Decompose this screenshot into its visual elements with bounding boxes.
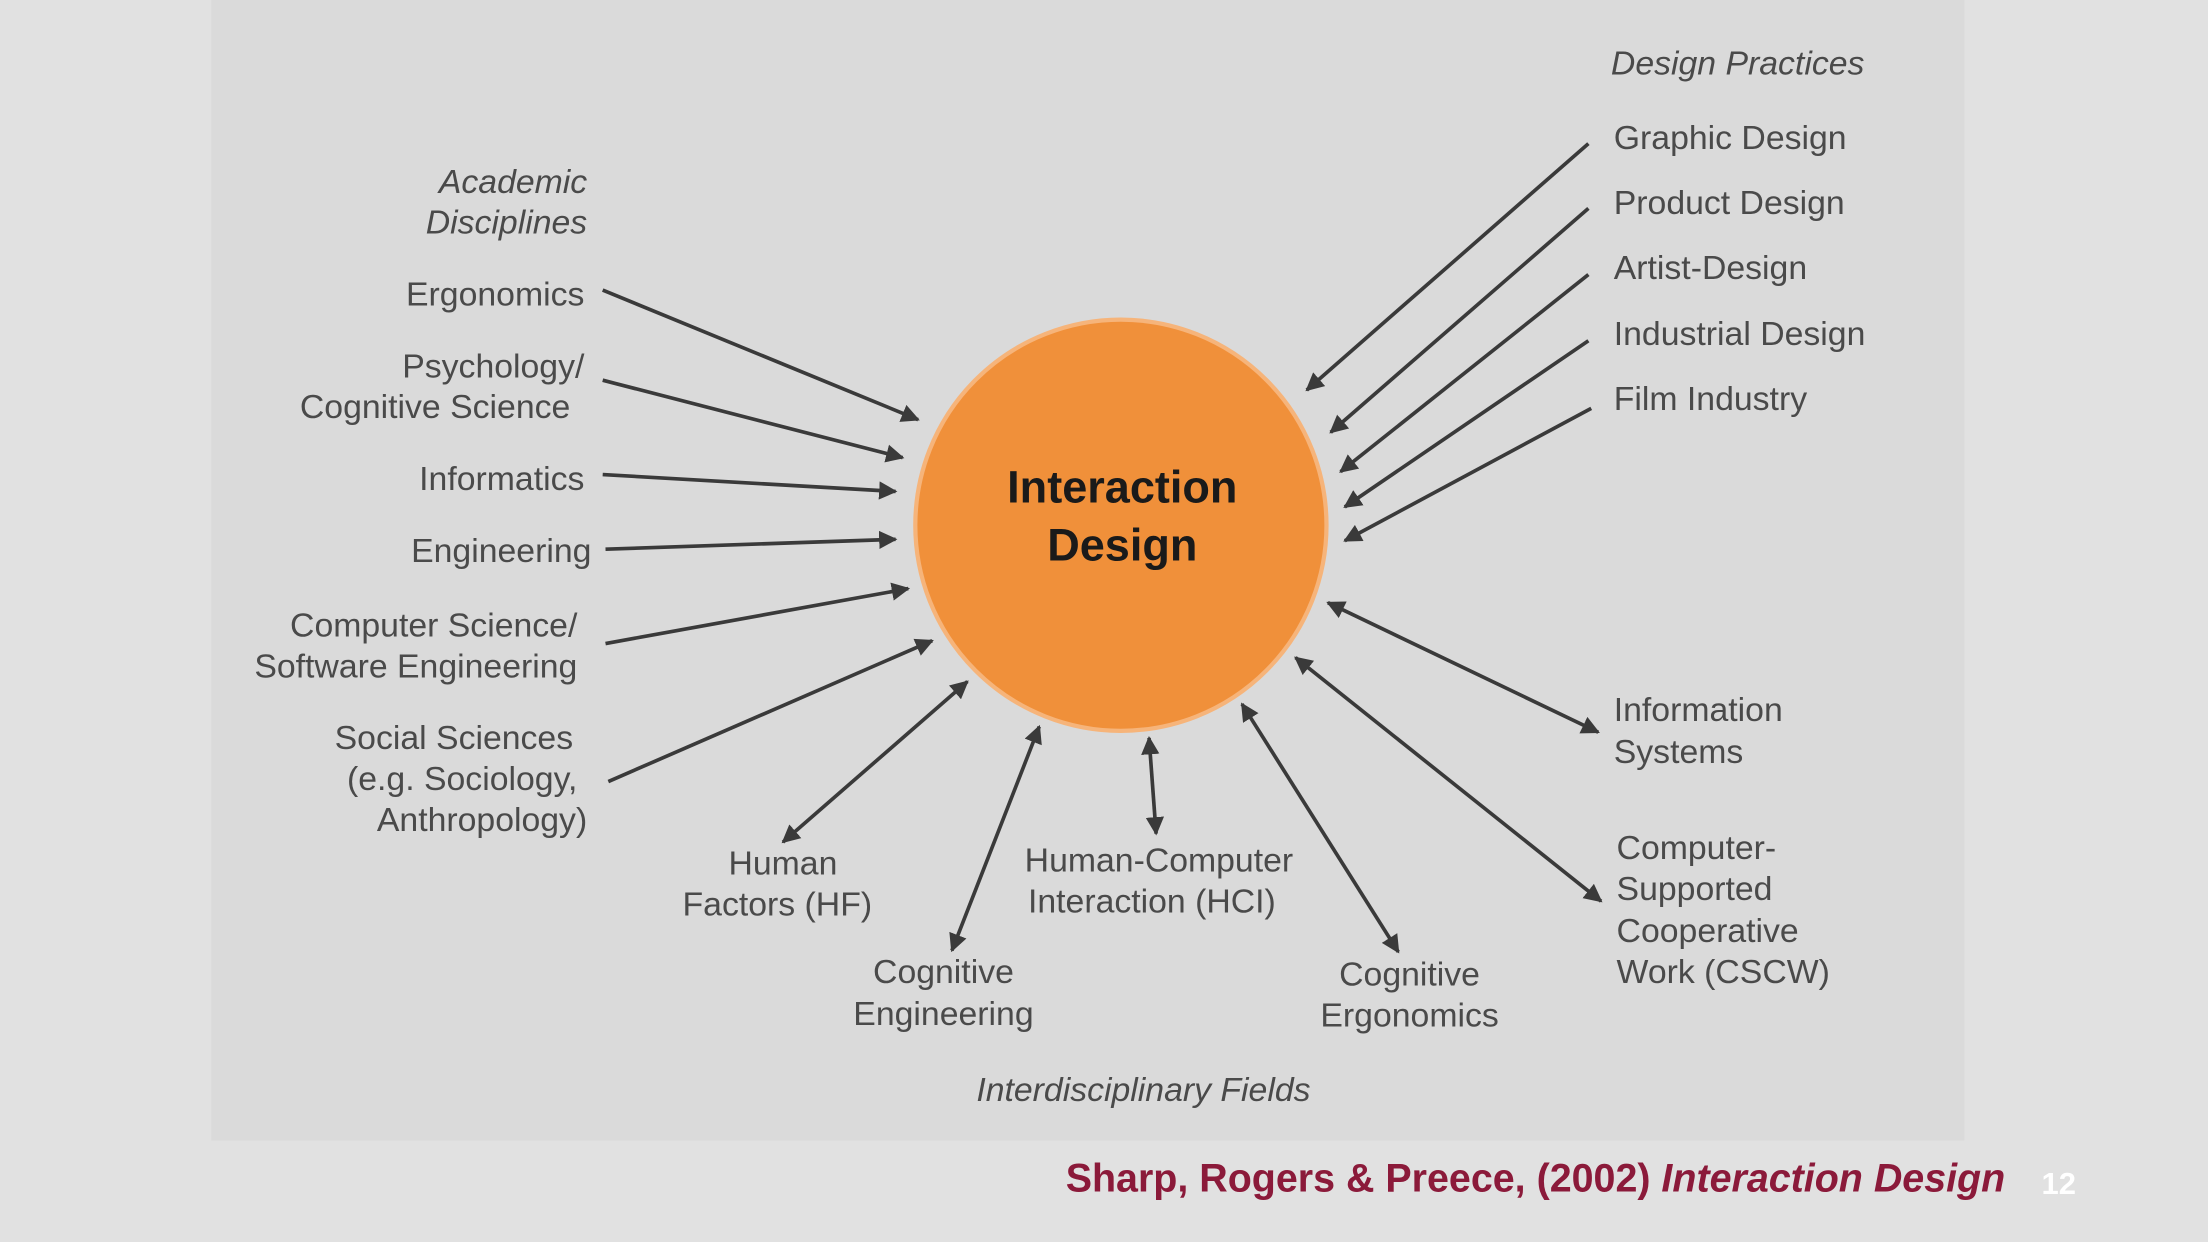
- citation: Sharp, Rogers & Preece, (2002) Interacti…: [1066, 1156, 2006, 1200]
- field-label: Engineering: [853, 995, 1033, 1033]
- page-number: 12: [2042, 1166, 2076, 1201]
- field-label: Cognitive: [1339, 956, 1480, 994]
- practice-label: Product Design: [1614, 184, 1845, 222]
- field-label: Work (CSCW): [1617, 953, 1830, 991]
- arrow: [602, 472, 898, 500]
- field-label: Human-Computer: [1025, 842, 1293, 880]
- field-label: Supported: [1617, 870, 1773, 908]
- double-arrow: [1141, 736, 1165, 836]
- design-heading: Design Practices: [1611, 45, 1865, 83]
- double-arrow: [781, 680, 969, 844]
- arrow: [1305, 142, 1590, 392]
- arrow: [1339, 273, 1590, 474]
- citation-title: Interaction Design: [1661, 1156, 2005, 1200]
- practice-label: Film Industry: [1614, 380, 1807, 418]
- design-practices: Design Practices Graphic Design Product …: [1305, 45, 1866, 543]
- discipline-label: Informatics: [419, 460, 584, 498]
- discipline-label: Software Engineering: [254, 647, 577, 685]
- discipline-label: Social Sciences: [335, 719, 573, 757]
- center-title-line1: Interaction: [1007, 462, 1237, 513]
- discipline-label: Cognitive Science: [300, 388, 570, 426]
- field-label: Factors (HF): [683, 885, 873, 923]
- field-label: Information: [1614, 691, 1783, 729]
- arrow: [1329, 207, 1590, 434]
- field-label: Systems: [1614, 733, 1744, 771]
- center-circle: [913, 317, 1329, 733]
- academic-heading: Disciplines: [426, 204, 588, 242]
- practice-label: Industrial Design: [1614, 315, 1866, 353]
- field-label: Cognitive: [873, 953, 1014, 991]
- field-label: Interaction (HCI): [1028, 882, 1276, 920]
- double-arrow: [1294, 656, 1603, 903]
- interdisciplinary-heading: Interdisciplinary Fields: [976, 1071, 1310, 1109]
- discipline-label: Engineering: [411, 532, 591, 570]
- citation-authors: Sharp, Rogers & Preece, (2002): [1066, 1156, 1662, 1200]
- double-arrow: [949, 724, 1042, 953]
- field-label: Human: [728, 844, 837, 882]
- arrow: [607, 638, 934, 784]
- practice-label: Artist-Design: [1614, 249, 1807, 287]
- discipline-label: Computer Science/: [290, 606, 578, 644]
- field-label: Cooperative: [1617, 912, 1799, 950]
- arrow: [605, 530, 898, 552]
- academic-heading: Academic: [437, 163, 587, 201]
- discipline-label: Ergonomics: [406, 276, 584, 314]
- academic-disciplines: Academic Disciplines Ergonomics Psycholo…: [254, 163, 934, 839]
- interdisciplinary-fields: Human Factors (HF) Cognitive Engineering…: [683, 601, 1830, 1109]
- field-label: Computer-: [1617, 829, 1777, 867]
- discipline-label: (e.g. Sociology,: [347, 760, 577, 798]
- arrow: [1343, 339, 1590, 509]
- field-label: Ergonomics: [1320, 997, 1498, 1035]
- discipline-label: Psychology/: [402, 347, 585, 385]
- arrow: [601, 288, 920, 422]
- discipline-label: Anthropology): [377, 801, 587, 839]
- arrow: [1343, 406, 1593, 543]
- practice-label: Graphic Design: [1614, 119, 1847, 157]
- arrow: [602, 378, 905, 463]
- center-title-line2: Design: [1047, 519, 1197, 570]
- arrow: [605, 582, 911, 646]
